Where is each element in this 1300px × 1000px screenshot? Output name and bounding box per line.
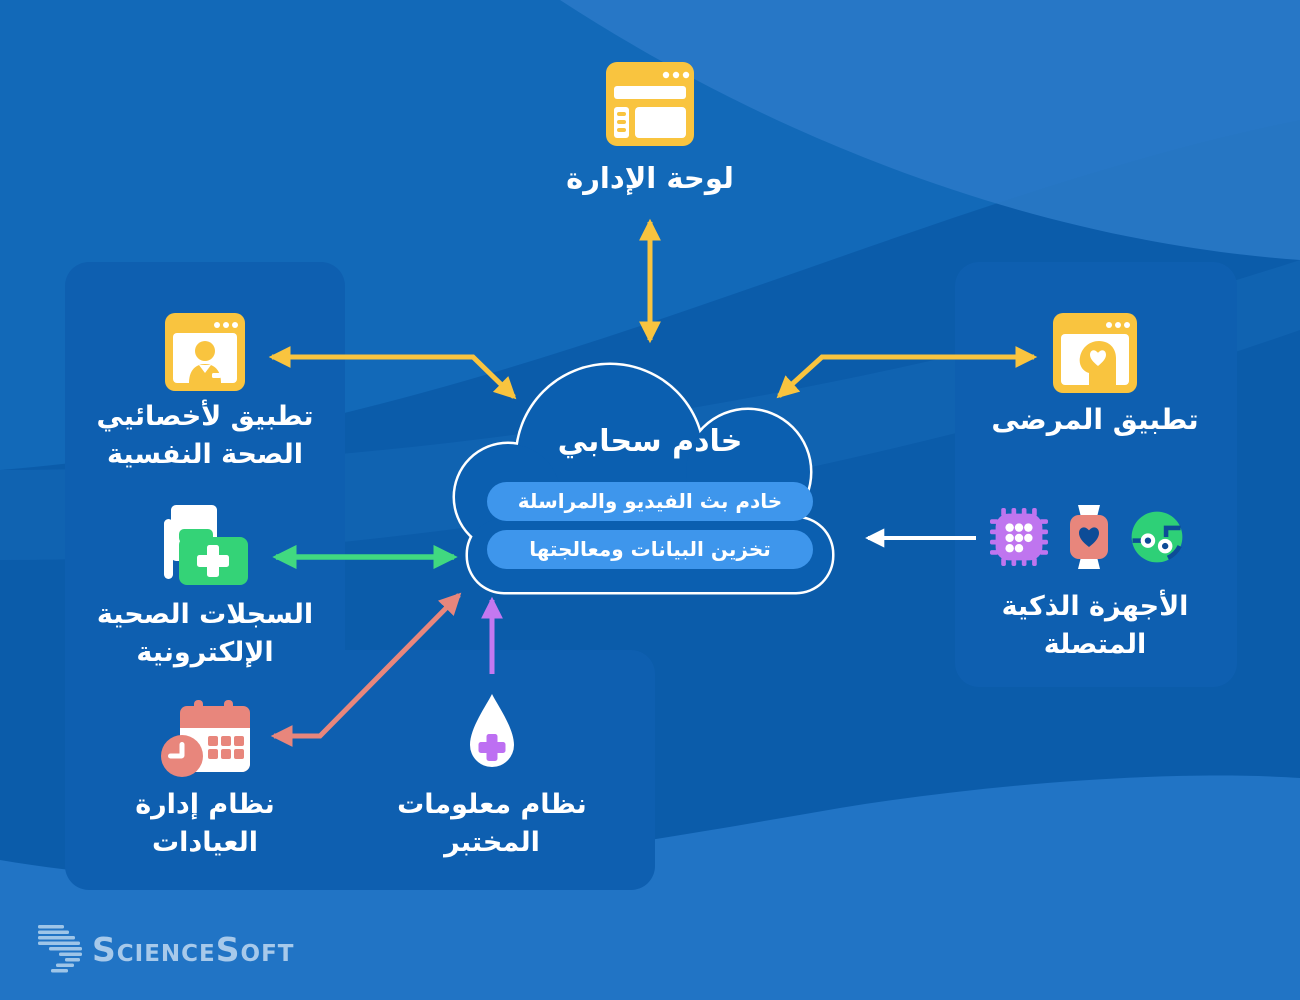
clinic-management-label: نظام إدارة العيادات (135, 789, 275, 859)
iot-circle-icon (1131, 511, 1183, 563)
smartwatch-icon (1070, 505, 1108, 569)
cloud-service-pill: تخزين البيانات ومعالجتها (487, 530, 813, 569)
lab-information-label: نظام معلومات المختبر (397, 789, 587, 859)
therapist-window-icon (165, 313, 245, 391)
chip-icon (990, 508, 1048, 566)
calendar-clock-icon (161, 700, 250, 777)
admin-panel-label: لوحة الإدارة (566, 161, 734, 195)
arrow-patient-cloud (776, 345, 1038, 399)
smart-devices-label: الأجهزة الذكية المتصلة (1001, 591, 1189, 661)
patient-head-window-icon (1053, 313, 1137, 393)
cloud-service-pill: خادم بث الفيديو والمراسلة (487, 482, 813, 521)
medical-folder-icon (164, 505, 248, 585)
arrow-clinic-cloud (270, 592, 462, 748)
ehr-label: السجلات الصحية الإلكترونية (96, 599, 314, 669)
patient-app-label: تطبيق المرضى (991, 403, 1199, 436)
sciencesoft-logo-text: ScienceSoft (92, 930, 295, 969)
specialist-app-label: تطبيق لأخصائيي الصحة النفسية (96, 401, 314, 471)
lab-drop-icon (470, 694, 514, 767)
arrow-specialist-cloud (268, 345, 517, 400)
cloud-title: خادم سحابي (557, 424, 743, 459)
dashboard-window-icon (606, 62, 694, 146)
sciencesoft-logo-mark-icon (38, 925, 82, 973)
